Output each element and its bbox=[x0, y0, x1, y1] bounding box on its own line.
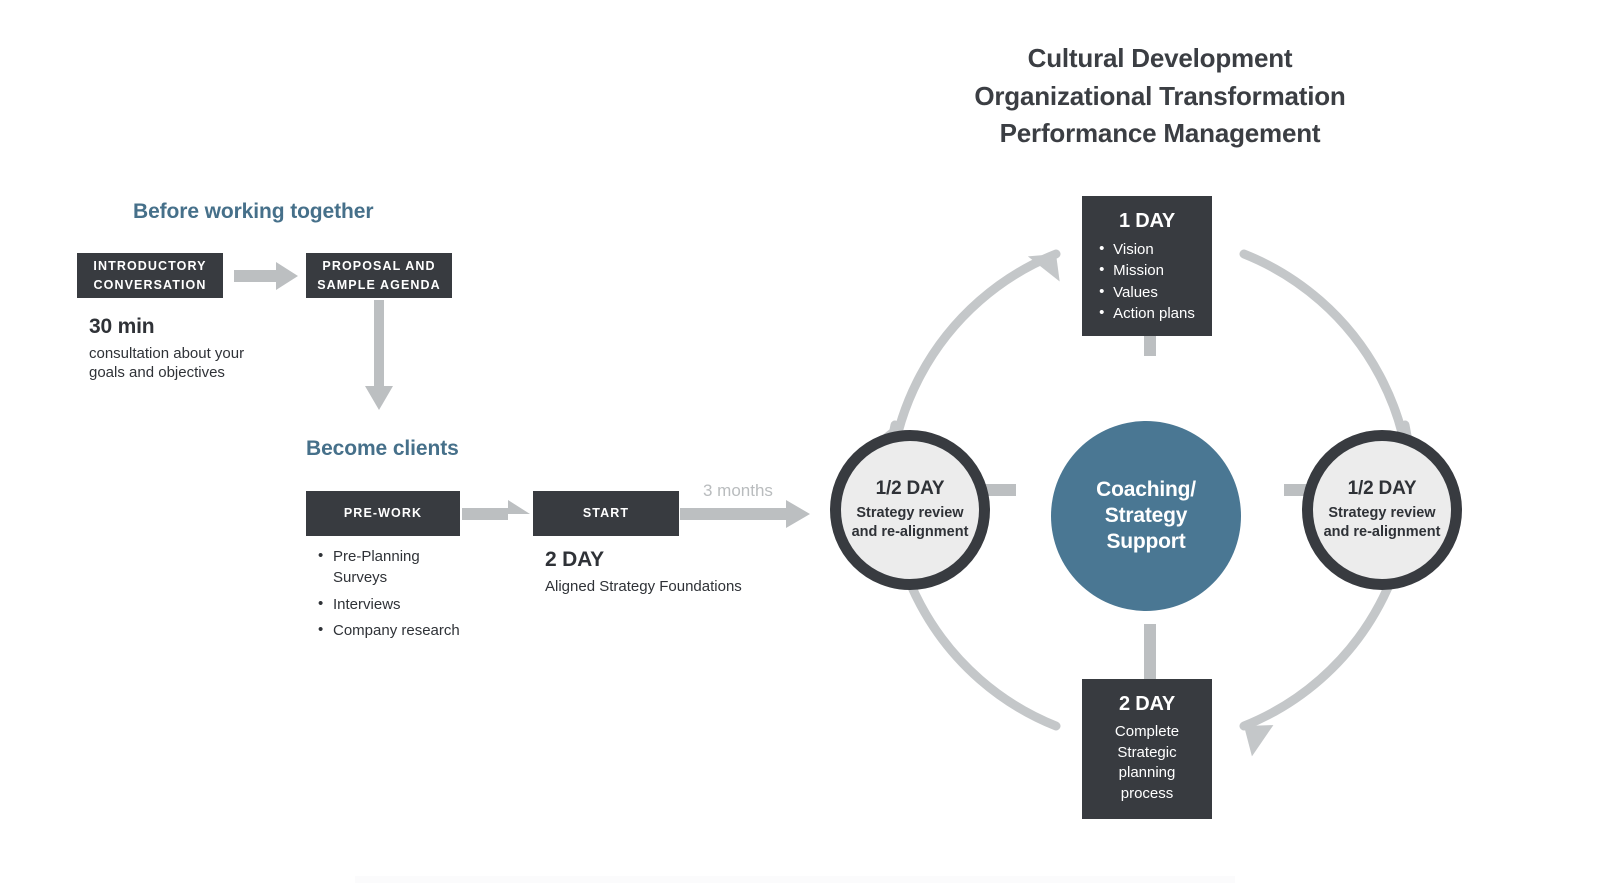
node-half-day-left-title: 1/2 DAY bbox=[875, 478, 945, 500]
box-pre-work[interactable]: PRE-WORK bbox=[306, 491, 460, 536]
caption-30-min-description: consultation about your goals and object… bbox=[89, 344, 245, 382]
box-two-day-strategic-planning[interactable]: 2 DAY Complete Strategic planning proces… bbox=[1082, 679, 1212, 819]
caption-30-min-value: 30 min bbox=[89, 315, 155, 338]
subtitle-line: process bbox=[1120, 785, 1174, 803]
list-item: Pre-Planning Surveys bbox=[318, 545, 478, 589]
list-item: Mission bbox=[1099, 259, 1195, 281]
caption-2-day-description: Aligned Strategy Foundations bbox=[545, 577, 742, 595]
caption-2-day-value: 2 DAY bbox=[545, 548, 604, 571]
label-three-months-transition: 3 months bbox=[703, 481, 773, 500]
title-line-1: Cultural Development bbox=[1027, 43, 1293, 73]
section-heading-before-working-together: Before working together bbox=[133, 200, 374, 223]
arrow-proposal-down-icon bbox=[365, 300, 393, 410]
arrow-prework-to-start-icon bbox=[462, 500, 530, 520]
node-half-day-left[interactable]: 1/2 DAY Strategy review and re-alignment bbox=[830, 430, 990, 590]
box-one-day-title: 1 DAY bbox=[1118, 210, 1176, 232]
list-item: Company research bbox=[318, 619, 478, 641]
caption-30-min-consultation: 30 min consultation about your goals and… bbox=[89, 311, 279, 383]
subtitle-line: Strategy review bbox=[856, 505, 964, 522]
arrow-start-to-cycle-icon bbox=[680, 500, 810, 528]
node-half-day-right-subtitle: Strategy review and re-alignment bbox=[1318, 504, 1447, 541]
box-two-day-subtitle: Complete Strategic planning process bbox=[1092, 722, 1202, 805]
title-line-3: Performance Management bbox=[999, 118, 1321, 149]
subtitle-line: Complete bbox=[1114, 723, 1180, 740]
hub-line: Strategy bbox=[1104, 503, 1188, 527]
list-item: Values bbox=[1099, 281, 1195, 303]
subtitle-line: planning bbox=[1118, 764, 1176, 782]
caption-2-day-aligned-strategy: 2 DAY Aligned Strategy Foundations bbox=[545, 544, 745, 596]
hub-coaching-strategy-support[interactable]: Coaching/ Strategy Support bbox=[1051, 421, 1241, 611]
box-start[interactable]: START bbox=[533, 491, 679, 536]
box-introductory-conversation[interactable]: INTRODUCTORY CONVERSATION bbox=[77, 253, 223, 298]
box-one-day-vision-mission[interactable]: 1 DAY Vision Mission Values Action plans bbox=[1082, 196, 1212, 336]
node-half-day-right[interactable]: 1/2 DAY Strategy review and re-alignment bbox=[1302, 430, 1462, 590]
subtitle-line: Strategy review bbox=[1328, 505, 1436, 522]
list-one-day-items: Vision Mission Values Action plans bbox=[1099, 238, 1195, 325]
list-item: Vision bbox=[1099, 238, 1195, 260]
subtitle-line: and re-alignment bbox=[851, 524, 969, 540]
node-half-day-right-title: 1/2 DAY bbox=[1347, 478, 1417, 500]
subtitle-line: and re-alignment bbox=[1323, 524, 1441, 540]
list-item: Interviews bbox=[318, 593, 478, 615]
page-title: Cultural Development Organizational Tran… bbox=[860, 40, 1460, 153]
hub-label: Coaching/ Strategy Support bbox=[1096, 477, 1196, 556]
hub-line: Support bbox=[1106, 530, 1186, 554]
node-half-day-left-subtitle: Strategy review and re-alignment bbox=[846, 504, 975, 541]
title-line-2: Organizational Transformation bbox=[974, 80, 1346, 111]
arrow-intro-to-proposal-icon bbox=[234, 262, 298, 290]
box-two-day-title: 2 DAY bbox=[1118, 693, 1176, 715]
list-item: Action plans bbox=[1099, 302, 1195, 324]
list-prework-items: Pre-Planning Surveys Interviews Company … bbox=[318, 545, 478, 646]
bottom-divider bbox=[355, 876, 1235, 883]
hub-line: Coaching/ bbox=[1096, 477, 1196, 501]
section-heading-become-clients: Become clients bbox=[306, 437, 459, 460]
subtitle-line: Strategic bbox=[1117, 743, 1177, 761]
box-proposal-and-sample-agenda[interactable]: PROPOSAL AND SAMPLE AGENDA bbox=[306, 253, 452, 298]
